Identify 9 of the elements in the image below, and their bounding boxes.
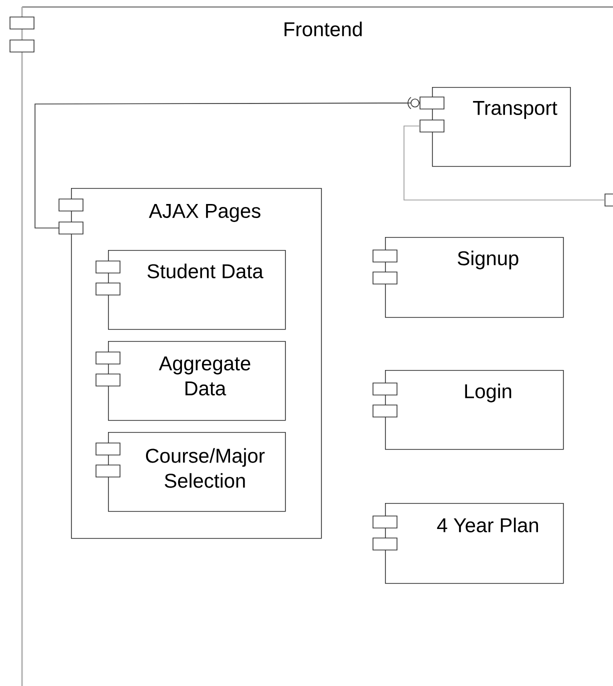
component-box: Aggregate Data — [96, 341, 286, 421]
component-box: Student Data — [96, 250, 286, 330]
node-label: Frontend — [284, 22, 362, 36]
component-box: Signup — [372, 237, 564, 318]
component-box: Login — [372, 370, 564, 450]
component-box: Course/Major Selection — [96, 432, 286, 512]
connector — [404, 126, 606, 200]
component-box: 4 Year Plan — [372, 503, 564, 584]
component-box: Transport — [420, 87, 571, 167]
